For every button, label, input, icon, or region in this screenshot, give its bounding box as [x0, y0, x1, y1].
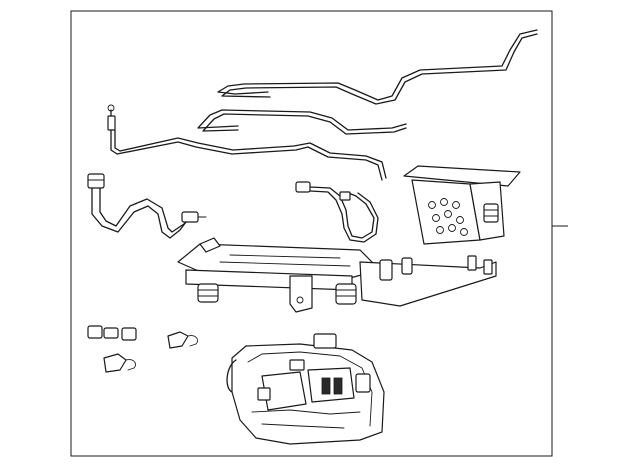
mount-isolator-right [335, 283, 357, 305]
brake-line-middle [197, 109, 407, 135]
brake-line-lower [107, 104, 387, 181]
clip-pair-1 [87, 325, 137, 341]
connector-clips [87, 325, 199, 373]
clip-3 [103, 353, 137, 373]
control-module [403, 165, 521, 245]
pump-motor-unit [226, 333, 385, 445]
clip-2 [167, 331, 199, 349]
sensor-harness [295, 181, 379, 243]
vacuum-hose [87, 173, 207, 239]
mount-isolator-left [197, 283, 219, 303]
brake-line-upper [217, 29, 538, 105]
mounting-bracket-assembly [177, 237, 497, 313]
diagram-frame [70, 10, 553, 457]
